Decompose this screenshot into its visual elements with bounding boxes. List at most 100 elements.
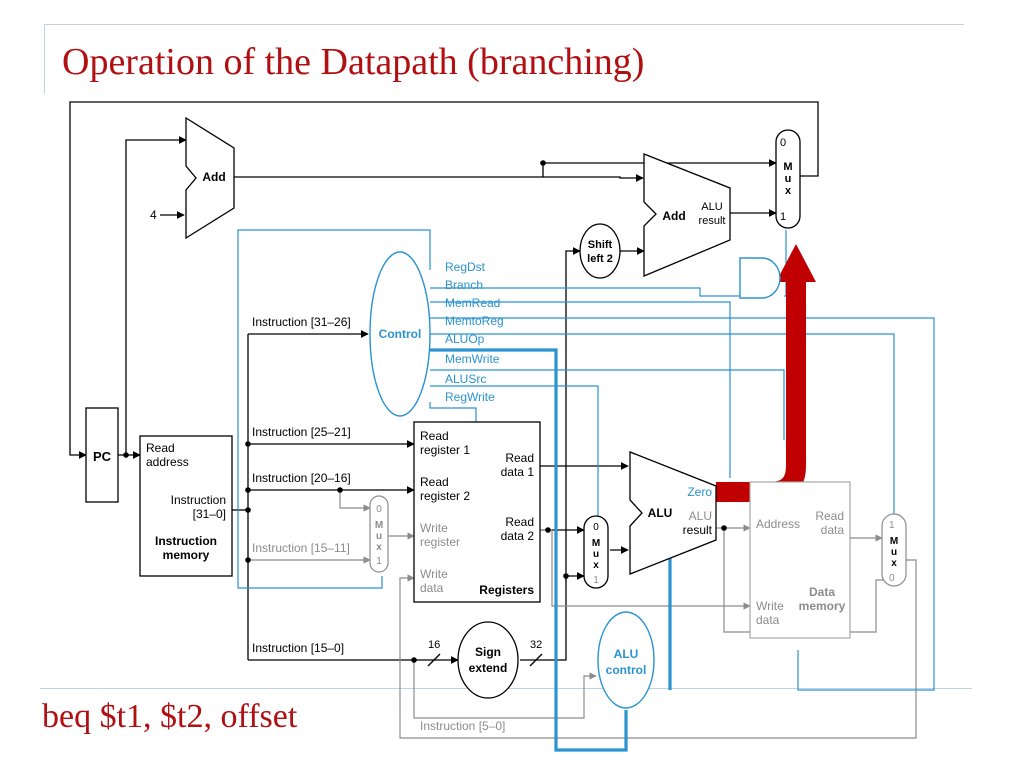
- control-label: Control: [379, 327, 422, 341]
- alusrc-mux-one: 1: [593, 575, 599, 586]
- reg-wdata-1: Write: [420, 567, 448, 581]
- alu-result-2: result: [683, 523, 713, 537]
- pc-mux-u: u: [785, 173, 792, 185]
- signal-memwrite: MemWrite: [445, 352, 500, 366]
- alu-control: [597, 611, 655, 709]
- dmem-title-1: Data: [809, 585, 835, 599]
- reg-read1-1: Read: [420, 429, 449, 443]
- dmem-write-1: Write: [756, 599, 784, 613]
- dmem-read-1: Read: [815, 509, 844, 523]
- imem-address-label: address: [146, 455, 189, 469]
- inactive-wires: [248, 490, 917, 739]
- dmem-write-2: data: [756, 613, 780, 627]
- branch-add-label: Add: [662, 209, 685, 223]
- reg-rdata1-2: data 1: [501, 465, 535, 479]
- reg-read2-1: Read: [420, 475, 449, 489]
- alusrc-mux-zero: 0: [593, 522, 599, 533]
- memtoreg-mux-m: M: [890, 536, 898, 547]
- alu-control-1: ALU: [614, 647, 639, 661]
- slide-title: Operation of the Datapath (branching): [62, 41, 645, 83]
- signal-regwrite: RegWrite: [445, 390, 495, 404]
- bus-width-in: 16: [428, 639, 440, 651]
- alusrc-mux-x: x: [593, 560, 599, 571]
- sign-extend-1: Sign: [475, 645, 501, 659]
- memtoreg-mux: [881, 513, 907, 587]
- shift-label-1: Shift: [588, 239, 613, 251]
- shift-left-2: [579, 223, 621, 279]
- signal-regdst: RegDst: [445, 260, 486, 274]
- pc-mux-x: x: [785, 185, 792, 197]
- imem-instruction-label: Instruction: [171, 493, 226, 507]
- dmem-address: Address: [756, 517, 800, 531]
- imem-title-2: memory: [163, 548, 210, 562]
- branch-and-gate: [739, 257, 781, 299]
- dmem-title-2: memory: [799, 599, 846, 613]
- memtoreg-mux-zero: 0: [889, 573, 895, 584]
- alusrc-mux-m: M: [592, 538, 600, 549]
- zero-label: Zero: [687, 485, 712, 499]
- junction-dots: [123, 160, 727, 663]
- pc-mux-one: 1: [780, 211, 786, 223]
- regdst-mux-one: 1: [376, 556, 382, 567]
- sign-extend: [457, 621, 519, 699]
- reg-write-1: Write: [420, 521, 448, 535]
- regdst-mux-x: x: [376, 542, 382, 553]
- register-file: [413, 421, 541, 603]
- reg-read2-2: register 2: [420, 489, 470, 503]
- signal-branch: Branch: [445, 278, 483, 292]
- branch-taken-arrowhead: [776, 244, 816, 282]
- pc-register: [85, 407, 119, 503]
- field-20-16: Instruction [20–16]: [252, 471, 351, 485]
- title-rule: [44, 24, 964, 25]
- memtoreg-mux-u: u: [891, 547, 897, 558]
- imem-read-label: Read: [146, 441, 175, 455]
- branch-add-unit: [643, 153, 731, 277]
- instruction-memory: [139, 435, 233, 577]
- regdst-mux-u: u: [376, 531, 382, 542]
- reg-read1-2: register 1: [420, 443, 470, 457]
- branch-result-label: result: [699, 215, 726, 227]
- instruction-example: beq $t1, $t2, offset: [42, 698, 304, 736]
- bus-width-out: 32: [530, 639, 542, 651]
- reg-title: Registers: [479, 583, 534, 597]
- reg-write-2: register: [420, 535, 460, 549]
- alusrc-mux: [583, 515, 609, 589]
- dmem-read-2: data: [821, 523, 845, 537]
- field-25-21: Instruction [25–21]: [252, 425, 351, 439]
- reg-rdata1-1: Read: [505, 451, 534, 465]
- signal-memread: MemRead: [445, 296, 500, 310]
- pc-add-unit: [185, 116, 235, 240]
- pc-add-label: Add: [202, 170, 225, 184]
- signal-memtoreg: MemtoReg: [445, 314, 504, 328]
- field-5-0: Instruction [5–0]: [420, 719, 505, 733]
- regdst-mux: [369, 495, 389, 573]
- memtoreg-mux-one: 1: [889, 520, 895, 531]
- pc-mux-zero: 0: [780, 137, 786, 149]
- alu-control-2: control: [606, 663, 647, 677]
- sign-extend-2: extend: [469, 661, 508, 675]
- active-wires: [69, 101, 819, 667]
- constant-four: 4: [150, 208, 157, 222]
- signal-alusrc: ALUSrc: [445, 372, 486, 386]
- branch-alu-label: ALU: [701, 201, 722, 213]
- reg-rdata2-2: data 2: [501, 529, 535, 543]
- instruction-field-labels: Instruction [31–26] Instruction [25–21] …: [252, 315, 505, 733]
- field-15-0: Instruction [15–0]: [252, 641, 344, 655]
- control-signal-labels: RegDst Branch MemRead MemtoReg ALUOp Mem…: [445, 260, 504, 404]
- alusrc-mux-u: u: [593, 549, 599, 560]
- pc-mux-m: M: [783, 161, 792, 173]
- field-15-11: Instruction [15–11]: [252, 541, 350, 555]
- pc-source-mux: [775, 129, 801, 229]
- reg-rdata2-1: Read: [505, 515, 534, 529]
- memtoreg-mux-x: x: [891, 558, 897, 569]
- shift-label-2: left 2: [587, 253, 613, 265]
- alu-result-1: ALU: [689, 509, 712, 523]
- imem-title-1: Instruction: [155, 534, 217, 548]
- imem-bits-label: [31–0]: [193, 507, 226, 521]
- control-unit: [369, 251, 431, 417]
- reg-wdata-2: data: [420, 581, 444, 595]
- signal-aluop: ALUOp: [445, 332, 485, 346]
- regdst-mux-zero: 0: [376, 504, 382, 515]
- data-memory: [749, 481, 851, 639]
